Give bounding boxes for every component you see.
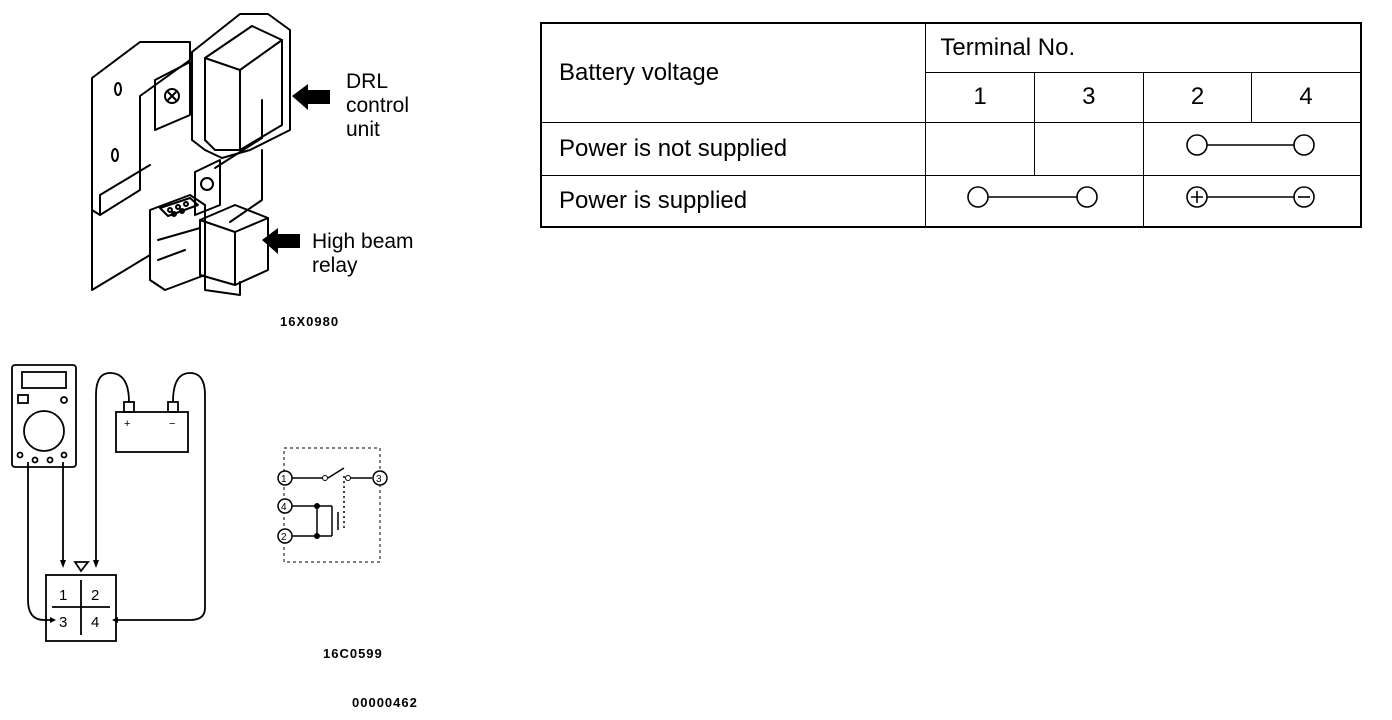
power-2-4-symbol — [1186, 186, 1315, 209]
continuity-table: Battery voltage Terminal No. 1 3 2 4 Pow… — [540, 22, 1362, 228]
terminal-no-header: Terminal No. — [925, 22, 1362, 73]
relay-schematic: 1 3 4 2 — [277, 447, 388, 563]
cell-empty — [925, 121, 1035, 176]
connector-terminal-1: 1 — [59, 587, 67, 604]
schematic-terminal-3: 3 — [376, 474, 382, 485]
drl-callout: DRL control unit — [346, 70, 409, 142]
connector-terminal-4: 4 — [91, 614, 99, 631]
terminal-header-2: 2 — [1142, 71, 1253, 123]
terminal-header-4: 4 — [1251, 71, 1362, 123]
row-label-not-supplied: Power is not supplied — [540, 121, 927, 176]
continuity-1-3-cell — [925, 174, 1144, 228]
continuity-2-4-cell — [1142, 121, 1362, 176]
battery-plus-label: + — [124, 418, 130, 430]
connector-terminal-2: 2 — [91, 587, 99, 604]
continuity-1-3-symbol — [967, 186, 1099, 209]
continuity-2-4-symbol — [1186, 134, 1315, 156]
relay-callout: High beam relay — [312, 230, 414, 278]
bottom-figure-code: 16C0599 — [323, 646, 383, 661]
relay-callout-line-1: High beam — [312, 230, 414, 253]
schematic-terminal-1: 1 — [281, 474, 287, 485]
battery-voltage-header: Battery voltage — [540, 22, 927, 123]
relay-location-illustration — [91, 13, 330, 296]
row-label-supplied: Power is supplied — [540, 174, 927, 228]
page-code: 00000462 — [352, 695, 418, 710]
relay-test-circuit: + − 1 2 3 4 — [11, 364, 206, 642]
terminal-header-3: 3 — [1033, 71, 1144, 123]
drl-arrow-icon — [292, 84, 330, 110]
battery-minus-label: − — [169, 418, 175, 430]
schematic-terminal-4: 4 — [281, 502, 287, 513]
top-figure-code: 16X0980 — [280, 314, 340, 329]
power-2-4-cell — [1142, 174, 1362, 228]
connector-terminal-3: 3 — [59, 614, 67, 631]
drl-callout-line-2: control — [346, 94, 410, 117]
drl-callout-line-1: DRL — [346, 70, 389, 93]
schematic-terminal-2: 2 — [281, 532, 287, 543]
terminal-header-1: 1 — [925, 71, 1035, 123]
drl-callout-line-3: unit — [346, 118, 380, 141]
relay-arrow-icon — [262, 228, 300, 254]
relay-callout-line-2: relay — [312, 254, 358, 277]
cell-empty — [1033, 121, 1144, 176]
